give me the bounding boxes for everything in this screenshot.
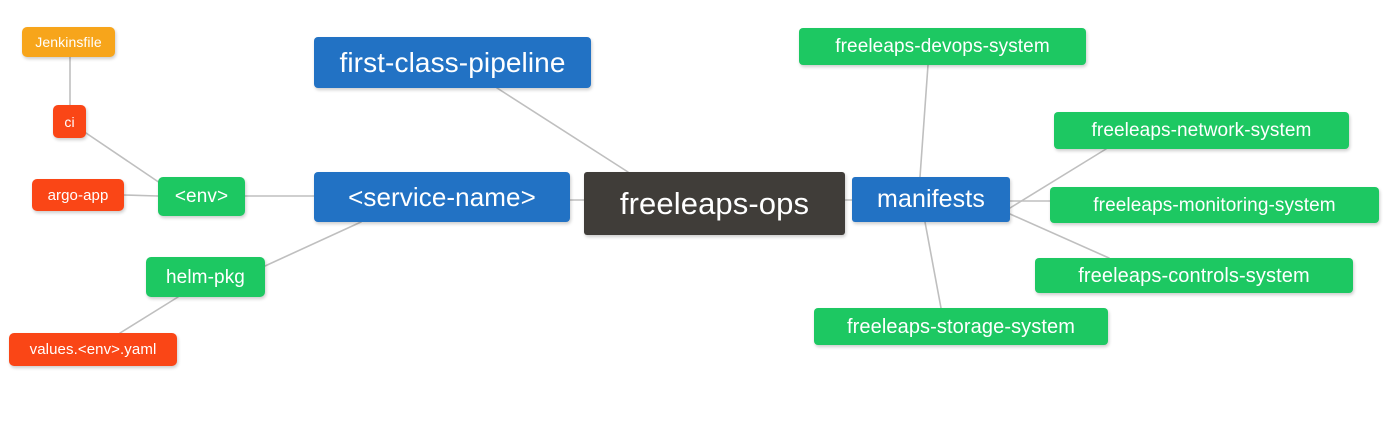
node-service-name[interactable]: <service-name> [314, 172, 570, 222]
node-first-class-pipeline[interactable]: first-class-pipeline [314, 37, 591, 88]
node-label-freeleaps-storage-system: freeleaps-storage-system [846, 315, 1076, 338]
node-freeleaps-ops[interactable]: freeleaps-ops [584, 172, 845, 235]
node-values-env-yaml[interactable]: values.<env>.yaml [9, 333, 177, 366]
node-label-helm-pkg: helm-pkg [166, 266, 245, 288]
node-env[interactable]: <env> [158, 177, 245, 216]
node-label-argo-app: argo-app [47, 186, 109, 204]
node-freeleaps-devops-system[interactable]: freeleaps-devops-system [799, 28, 1086, 65]
node-label-manifests: manifests [877, 185, 985, 213]
node-label-freeleaps-ops: freeleaps-ops [619, 186, 810, 221]
node-freeleaps-controls-system[interactable]: freeleaps-controls-system [1035, 258, 1353, 293]
node-label-freeleaps-devops-system: freeleaps-devops-system [835, 36, 1050, 57]
node-label-jenkinsfile: Jenkinsfile [35, 34, 102, 50]
node-freeleaps-storage-system[interactable]: freeleaps-storage-system [814, 308, 1108, 345]
node-label-freeleaps-controls-system: freeleaps-controls-system [1078, 264, 1310, 287]
node-label-freeleaps-monitoring-system: freeleaps-monitoring-system [1093, 194, 1336, 216]
node-freeleaps-network-system[interactable]: freeleaps-network-system [1054, 112, 1349, 149]
node-argo-app[interactable]: argo-app [32, 179, 124, 211]
node-helm-pkg[interactable]: helm-pkg [146, 257, 265, 297]
node-label-env: <env> [174, 186, 229, 207]
node-label-ci: ci [64, 113, 75, 130]
node-label-freeleaps-network-system: freeleaps-network-system [1091, 120, 1312, 141]
node-ci[interactable]: ci [53, 105, 86, 138]
node-label-first-class-pipeline: first-class-pipeline [339, 46, 566, 78]
node-label-service-name: <service-name> [348, 182, 536, 212]
node-label-values-env-yaml: values.<env>.yaml [29, 341, 157, 358]
node-manifests[interactable]: manifests [852, 177, 1010, 222]
node-freeleaps-monitoring-system[interactable]: freeleaps-monitoring-system [1050, 187, 1379, 223]
node-jenkinsfile[interactable]: Jenkinsfile [22, 27, 115, 57]
